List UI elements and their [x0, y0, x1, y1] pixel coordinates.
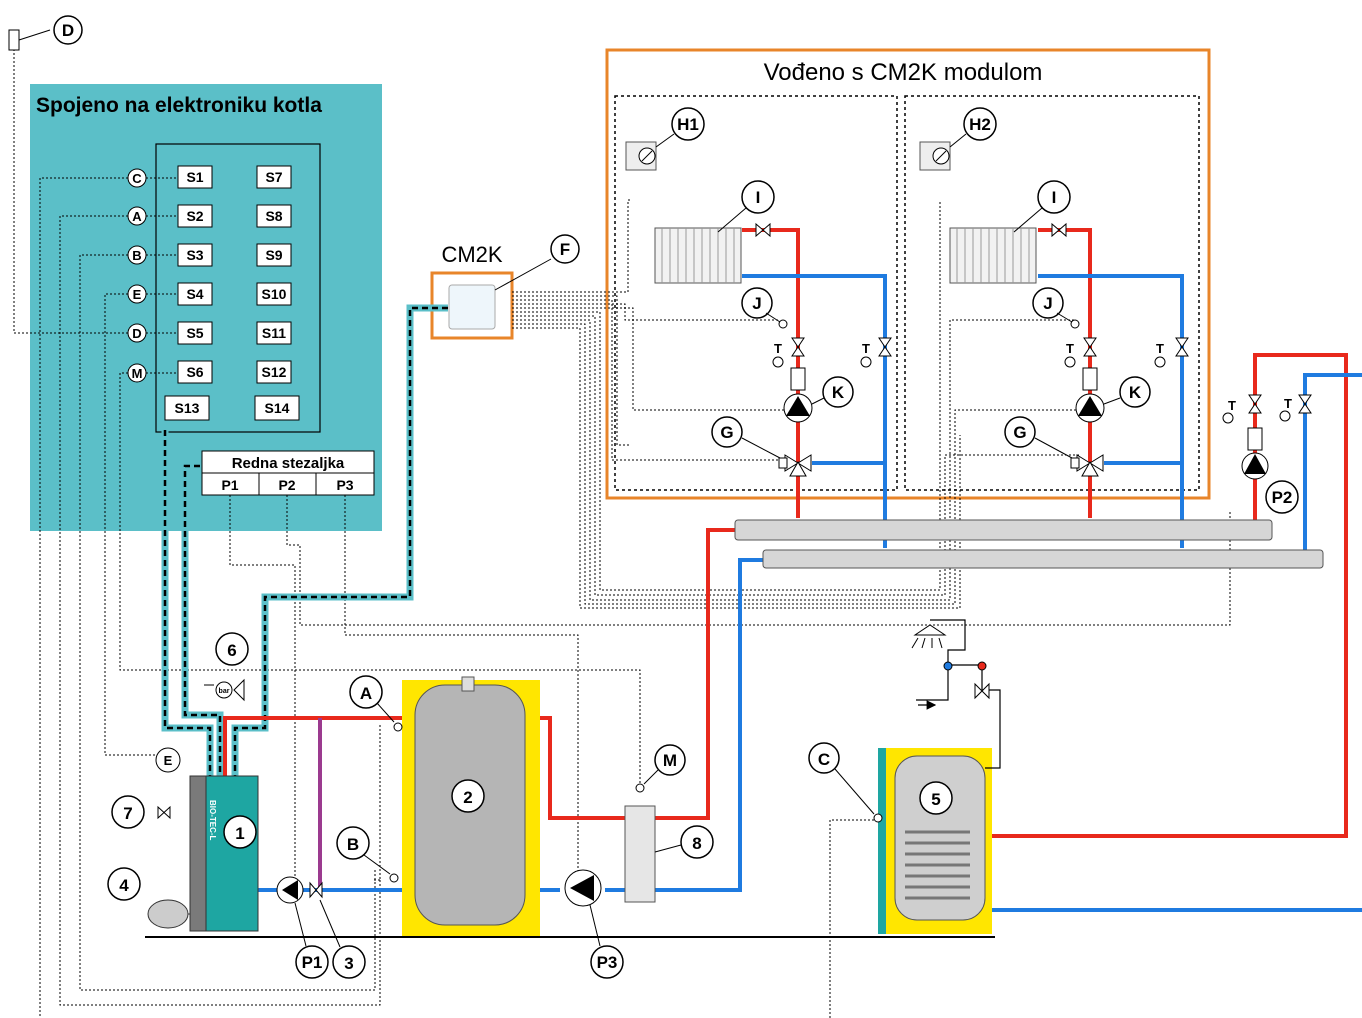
- thermometer-c2b: T: [1156, 341, 1164, 356]
- link-c: C: [132, 171, 142, 186]
- terminal-s12: S12: [262, 364, 287, 380]
- terminal-s7: S7: [265, 169, 282, 185]
- distributor-hot: [734, 519, 1273, 541]
- radiator-1-label: I: [756, 188, 761, 207]
- circuit-1: H1 I J K G T T: [625, 107, 892, 477]
- cold-pipes: [258, 274, 1362, 912]
- terminal-block: Redna stezaljka P1 P2 P3: [201, 450, 375, 496]
- sensor-wires: [13, 30, 641, 1018]
- pump-p1-label: P1: [302, 953, 323, 972]
- link-m: M: [132, 366, 143, 381]
- pressure-gauge-unit: bar: [219, 688, 230, 695]
- sensor-terminals-right: S7 S8 S9 S10 S11 S12 S14: [254, 165, 300, 421]
- shower-head: [913, 624, 947, 636]
- tank-sensor-b: B: [347, 835, 359, 854]
- outdoor-sensor-label: D: [62, 21, 74, 40]
- thermometer-p2b: T: [1284, 396, 1292, 411]
- accumulation-tank: 2: [402, 676, 540, 936]
- dhw-tank-label: 5: [931, 790, 940, 809]
- tank-sensor-a: A: [360, 684, 372, 703]
- terminal-s11: S11: [262, 325, 286, 341]
- dhw-tank: 5: [878, 748, 992, 934]
- mixing-valve-g1: G: [720, 423, 733, 442]
- terminal-s9: S9: [265, 247, 282, 263]
- dhw-plumbing: [916, 619, 1001, 769]
- terminal-s14: S14: [265, 400, 290, 416]
- panel-title: Spojeno na elektroniku kotla: [36, 94, 322, 117]
- thermometer-c1b: T: [862, 341, 870, 356]
- sensor-j1: J: [752, 294, 761, 313]
- link-b: B: [132, 248, 141, 263]
- thermostat-h1: H1: [677, 115, 699, 134]
- terminal-s4: S4: [186, 286, 203, 302]
- pump-wires: [229, 495, 1231, 885]
- outdoor-sensor: D: [8, 15, 83, 51]
- separator-label: 8: [692, 834, 701, 853]
- link-e: E: [133, 287, 142, 302]
- valve-3-label: 3: [344, 954, 353, 973]
- expansion-vessel-label: 4: [119, 876, 129, 895]
- safety-group-label: 6: [227, 641, 236, 660]
- link-a: A: [132, 209, 142, 224]
- pump-p3-label: P3: [597, 953, 618, 972]
- terminal-p1: P1: [221, 477, 238, 493]
- tank-label: 2: [463, 788, 472, 807]
- terminal-p3: P3: [336, 477, 353, 493]
- mixing-valve-g2: G: [1013, 423, 1026, 442]
- distributor-cold: [762, 549, 1324, 569]
- pump-k1: K: [832, 383, 845, 402]
- cm2k-frame: [605, 48, 1211, 500]
- radiator-2: [949, 227, 1037, 284]
- circuit-2: H2 I J K G T T: [919, 107, 1189, 477]
- dhw-pump-circuit: P2 T T: [1222, 394, 1312, 514]
- circuit-2-frame: [904, 95, 1200, 491]
- safety-group: bar 6: [204, 632, 249, 702]
- link-d: D: [132, 326, 141, 341]
- terminal-s8: S8: [265, 208, 282, 224]
- terminal-s13: S13: [175, 400, 200, 416]
- terminal-block-title: Redna stezaljka: [232, 455, 345, 472]
- radiator-1: [654, 227, 742, 284]
- expansion-vessel: [147, 899, 189, 929]
- terminal-p2: P2: [278, 477, 295, 493]
- terminal-s1: S1: [186, 169, 203, 185]
- dhw-sensor-c: C: [818, 750, 830, 769]
- thermometer-p2a: T: [1228, 398, 1236, 413]
- sensor-j2: J: [1043, 294, 1052, 313]
- terminal-box: [155, 143, 321, 433]
- sensor-terminals-left: S1 S2 S3 S4 S5 S6 S13: [164, 165, 213, 421]
- thermometer-c1a: T: [774, 341, 782, 356]
- terminal-s6: S6: [186, 364, 203, 380]
- cm2k-frame-title: Vođeno s CM2K modulom: [764, 59, 1043, 86]
- thermostat-h2: H2: [969, 115, 991, 134]
- dhw-pump-label: P2: [1272, 488, 1293, 507]
- terminal-s2: S2: [186, 208, 203, 224]
- cm2k-device-label: CM2K: [441, 242, 502, 267]
- cm2k-marker: F: [560, 240, 570, 259]
- cm2k-bus-cable: [161, 304, 448, 780]
- separator-sensor-m: M: [663, 751, 677, 770]
- terminal-s10: S10: [262, 286, 287, 302]
- terminal-s3: S3: [186, 247, 203, 263]
- drain-valve-label: 7: [123, 804, 132, 823]
- cm2k-device: [448, 284, 496, 330]
- boiler-label: 1: [235, 824, 244, 843]
- cm2k-wires: [512, 199, 1085, 1018]
- pump-k2: K: [1129, 383, 1142, 402]
- circuit-1-frame: [614, 95, 898, 491]
- hydraulic-separator: [624, 805, 656, 903]
- boiler: BIO-TEC-L 1: [189, 775, 259, 932]
- boiler-sensor-e: E: [164, 753, 173, 768]
- terminal-s5: S5: [186, 325, 203, 341]
- thermometer-c2a: T: [1066, 341, 1074, 356]
- boiler-brand: BIO-TEC-L: [208, 800, 217, 841]
- radiator-2-label: I: [1052, 188, 1057, 207]
